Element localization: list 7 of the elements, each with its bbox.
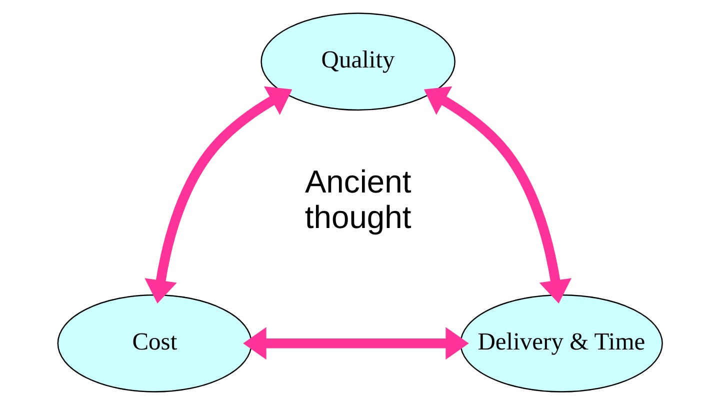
arrow <box>144 86 292 304</box>
node-ellipse: Quality <box>260 12 455 111</box>
label: Ancient thought <box>304 163 411 235</box>
arrow <box>423 86 572 304</box>
node-ellipse: Delivery & Time <box>460 294 662 392</box>
arrow <box>242 327 468 360</box>
node-ellipse: Cost <box>56 294 252 392</box>
